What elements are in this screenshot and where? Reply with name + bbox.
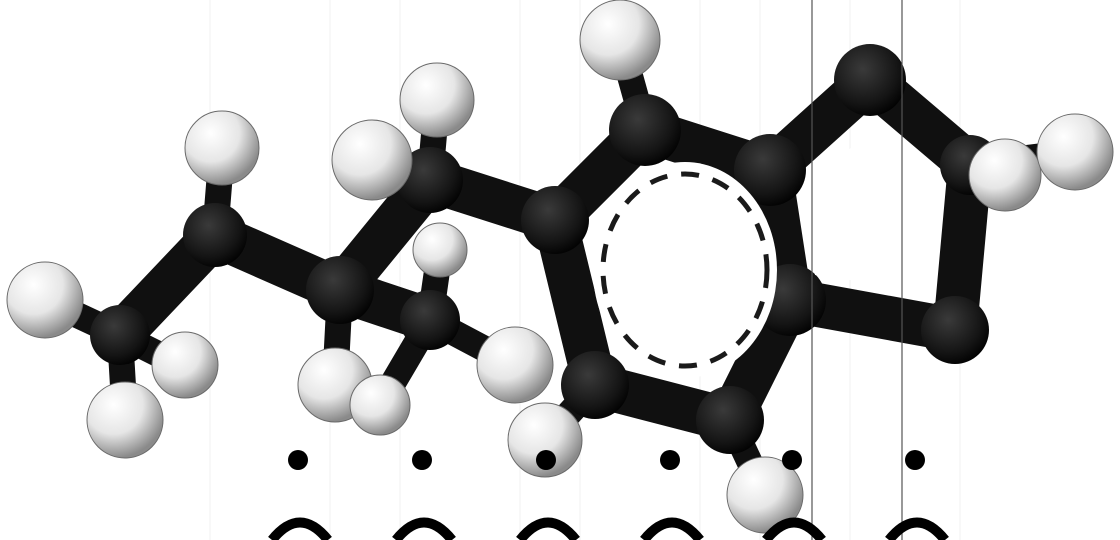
dot-row: [288, 450, 925, 470]
hydrogen-atom: [399, 62, 475, 138]
hydrogen-atoms: [6, 0, 1114, 534]
carbon-atom: [734, 134, 806, 206]
carbon-atom: [306, 256, 374, 324]
five-ring-hole: [805, 130, 930, 290]
dot: [782, 450, 802, 470]
hydrogen-atom: [151, 331, 219, 399]
arc: [516, 517, 580, 540]
dot: [536, 450, 556, 470]
arc: [885, 517, 949, 540]
dot: [288, 450, 308, 470]
hydrogen-atom: [86, 381, 164, 459]
hydrogen-atom: [412, 222, 468, 278]
hydrogen-atom: [476, 326, 554, 404]
hydrogen-atom: [1036, 113, 1114, 191]
carbon-atom: [561, 351, 629, 419]
carbon-atom: [397, 147, 463, 213]
hydrogen-atom: [349, 374, 411, 436]
arc: [640, 517, 704, 540]
carbon-atom: [834, 44, 906, 116]
arc: [392, 517, 456, 540]
carbon-atom: [609, 94, 681, 166]
aromatic-ring-fill: [593, 162, 777, 378]
carbon-atom: [696, 386, 764, 454]
arc: [762, 517, 826, 540]
carbon-atom: [521, 186, 589, 254]
arc-row: [268, 517, 949, 540]
hydrogen-atom: [507, 402, 583, 478]
hydrogen-atom: [6, 261, 84, 339]
dot: [905, 450, 925, 470]
dot: [412, 450, 432, 470]
hydrogen-atom: [726, 456, 804, 534]
aromatic-ring-dashed-circle: [600, 171, 770, 369]
vertical-guide-lines: [811, 0, 903, 540]
dot: [660, 450, 680, 470]
arc: [268, 517, 332, 540]
carbon-atom: [90, 305, 150, 365]
carbon-atom: [183, 203, 247, 267]
hydrogen-atom: [331, 119, 413, 201]
carbon-atoms: [90, 44, 1000, 454]
carbon-atom: [400, 290, 460, 350]
carbon-atom: [921, 296, 989, 364]
hydrogen-atom: [968, 138, 1042, 212]
hydrogen-atom: [184, 110, 260, 186]
hydrogen-atom: [579, 0, 661, 81]
